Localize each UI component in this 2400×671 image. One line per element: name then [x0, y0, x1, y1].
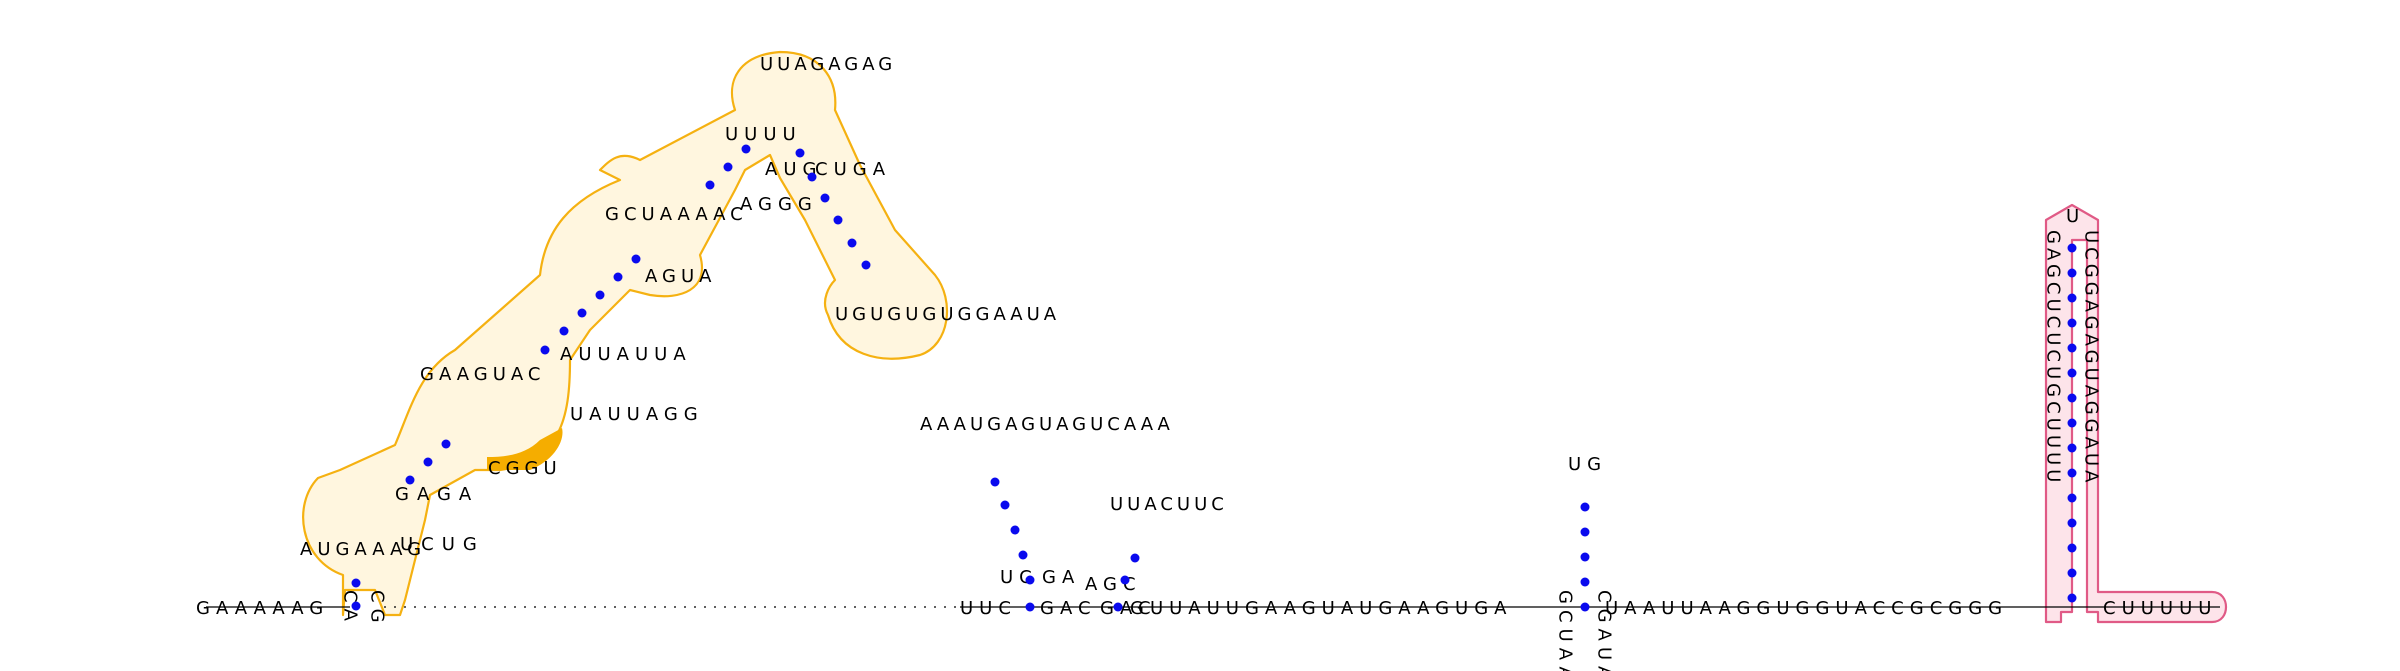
base-pair [595, 290, 605, 300]
base-pair [795, 148, 805, 158]
base-pair [723, 162, 733, 172]
base-pair [1580, 602, 1590, 612]
structure-4-stem-left: GCUAA [1555, 590, 1576, 671]
base-pair [2067, 293, 2077, 303]
structure-2-stem-left: UC [1000, 567, 1038, 588]
highlighted-segment [487, 428, 563, 470]
highlighted-label: CGGU [488, 458, 562, 479]
structure-4: GCUAA CGAUA UG [1555, 454, 1615, 671]
base-pair [577, 308, 587, 318]
structure-5-loop: U [2066, 206, 2079, 227]
loop-d: UUAGAGAG [760, 54, 896, 75]
base-pair [351, 578, 361, 588]
base-pair [990, 477, 1000, 487]
structure-1: CA CG AUGAAAG GAGA UCUG CGGU GAAGUAC AUU… [300, 54, 1060, 629]
base-pair [1000, 500, 1010, 510]
loop-c-inner: AGUA [645, 266, 716, 287]
linker-4: UAAUUAAGGUGGUACCGCGGG [1605, 598, 2008, 619]
base-pair [2067, 318, 2077, 328]
base-pair [1580, 527, 1590, 537]
linker-1: UUC [960, 598, 1017, 619]
base-pair [1580, 502, 1590, 512]
base-pair [1025, 602, 1035, 612]
base-pair [2067, 343, 2077, 353]
structure-2-loop: AAAUGAGUAGUCAAA [920, 414, 1174, 435]
base-pair [613, 272, 623, 282]
base-pair [540, 345, 550, 355]
stem-a-left: CA [340, 590, 361, 627]
structure-4-stem-right: CGAUA [1594, 590, 1615, 671]
base-pair [1130, 553, 1140, 563]
base-pair [2067, 418, 2077, 428]
loop-e: UGUGUGUGGAAUA [835, 304, 1060, 325]
base-pair [2067, 568, 2077, 578]
structure-5-stem-left: GAGCUCUCUGCUUUU [2043, 230, 2064, 486]
structure-5-outline [2044, 203, 2228, 624]
structure-5-tail: CUUUUU [2103, 598, 2217, 619]
stem-b-left: GAGA [395, 484, 479, 505]
base-pair [1580, 577, 1590, 587]
structure-3-loop: UUACUUC [1110, 494, 1228, 515]
stem-b-right: UCUG [400, 534, 485, 555]
base-pair [1113, 602, 1123, 612]
linker-2: GAC [1040, 598, 1097, 619]
structure-5: GAGCUCUCUGCUUUU UCGGAGAGUAGGAUA U CUUUUU [2043, 206, 2217, 619]
stem-c-left: AUUAUUA [560, 344, 692, 365]
base-pair [741, 144, 751, 154]
base-pair [1018, 550, 1028, 560]
structure-4-loop: UG [1568, 454, 1607, 475]
base-pair [2067, 518, 2077, 528]
base-pair [1580, 552, 1590, 562]
structure-3: AGC GAC UUACUUC [1085, 494, 1228, 619]
structure-3-stem-left: AGC [1085, 574, 1142, 595]
base-pair [847, 238, 857, 248]
structure-2-stem-right: GA [1042, 567, 1080, 588]
loop-b: GAAGUAC [420, 364, 545, 385]
base-pair [820, 193, 830, 203]
stem-e-right: CUGA [815, 159, 891, 180]
base-pair [405, 475, 415, 485]
base-pair [833, 215, 843, 225]
base-pair [631, 254, 641, 264]
base-pair [2067, 543, 2077, 553]
structure-5-stem-right: UCGGAGAGUAGGAUA [2081, 230, 2102, 486]
base-pair [423, 457, 433, 467]
base-pair [2067, 468, 2077, 478]
structure-2: UC GA AAAUGAGUAGUCAAA [920, 414, 1174, 612]
base-pair [1120, 575, 1130, 585]
base-pair [2067, 368, 2077, 378]
base-pair [2067, 243, 2077, 253]
base-pair [1025, 575, 1035, 585]
base-pair [2067, 593, 2077, 603]
stem-d-right: AGGG [740, 194, 818, 215]
base-pair [2067, 493, 2077, 503]
stem-a-right: CG [367, 590, 388, 629]
structure-1-outline [302, 50, 949, 617]
loop-a: AUGAAAG [300, 539, 426, 560]
base-pair [1010, 525, 1020, 535]
base-pair [559, 326, 569, 336]
base-pair [807, 172, 817, 182]
base-pair [2067, 443, 2077, 453]
structure-3-stem-right: GAC [1100, 598, 1157, 619]
structure-5-bonds [2067, 243, 2077, 603]
linker-3: GUUAUUGAAGUAUGAAGUGA [1130, 598, 1512, 619]
stem-e-left: AUG [765, 159, 822, 180]
base-pair [2067, 393, 2077, 403]
base-pair [861, 260, 871, 270]
base-pair [441, 439, 451, 449]
base-pair [2067, 268, 2077, 278]
loop-c: GCUAAAAC [605, 204, 748, 225]
base-pair [705, 180, 715, 190]
sequence-5prime: GAAAAAG [196, 598, 329, 619]
stem-c-right: UAUUAGG [570, 404, 704, 425]
stem-d-left: UUUU [725, 124, 802, 145]
base-pair [351, 601, 361, 611]
